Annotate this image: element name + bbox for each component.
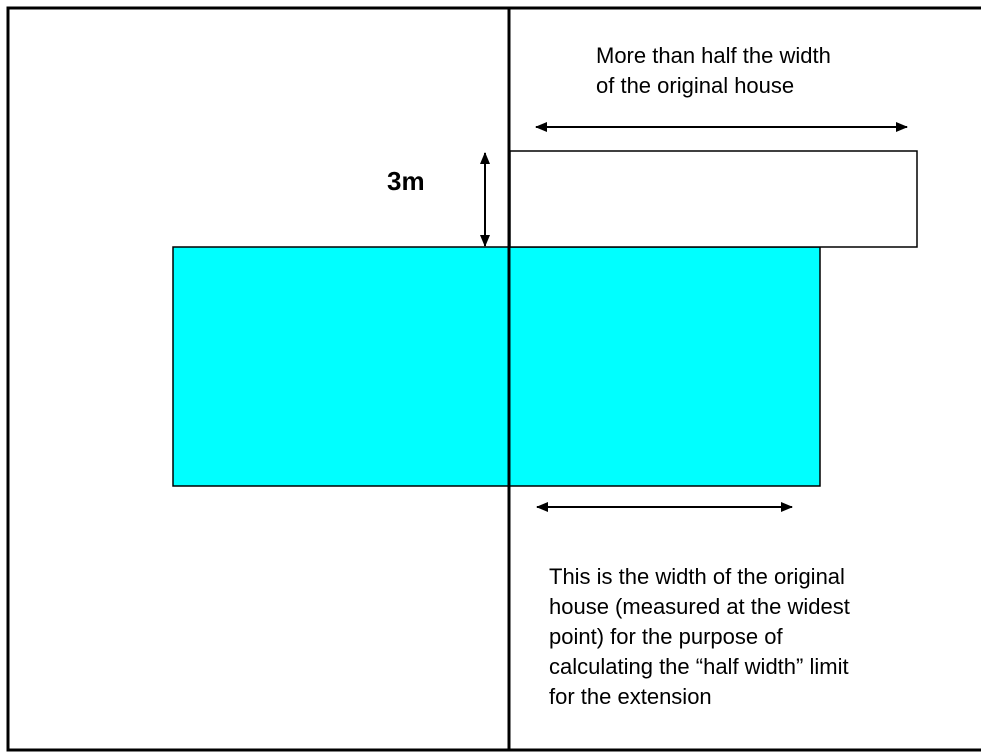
depth-label: 3m xyxy=(387,166,425,196)
extension-width-label: More than half the width of the original… xyxy=(596,43,831,98)
extension xyxy=(509,150,918,248)
original-width-label: This is the width of the original house … xyxy=(549,564,850,709)
original-house xyxy=(172,246,821,487)
